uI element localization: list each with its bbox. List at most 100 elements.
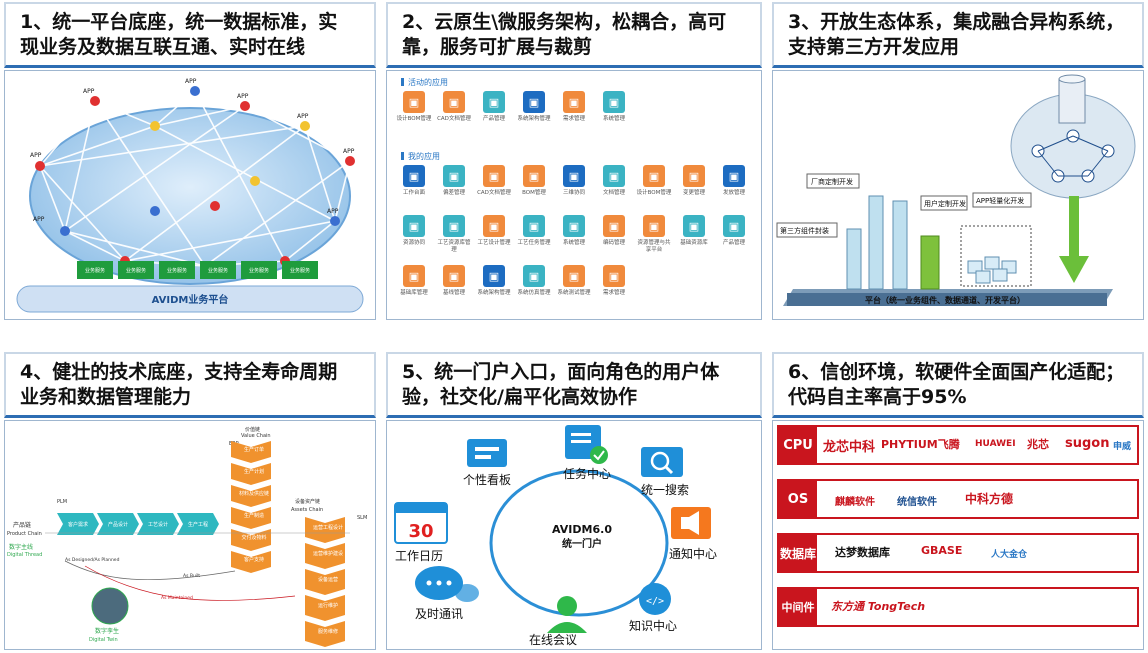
app-label: 编码管理 [602,240,625,246]
svg-text:APP: APP [83,88,95,95]
chain-step [231,529,271,551]
svg-text:Product Chain: Product Chain [7,531,42,537]
section-active-apps: 活动的应用 [401,77,448,88]
panel-4-image: 产品链 Product Chain 数字主线 Digital Thread PL… [4,420,376,650]
app-tile[interactable]: ▣基线管理 [435,265,473,297]
app-tile[interactable]: ▣资源管理与共享平台 [635,215,673,254]
chain-step [305,569,345,595]
svg-text:As Built: As Built [183,573,200,579]
app-tile[interactable]: ▣工艺任务管理 [515,215,553,247]
app-tile[interactable]: ▣ 系统管理 [595,91,633,123]
app-tile[interactable]: ▣系统架构管理 [475,265,513,297]
app-tile[interactable]: ▣系统管理 [555,215,593,247]
app-tile[interactable]: ▣发放管理 [715,165,753,197]
svg-text:数字主线: 数字主线 [9,543,33,551]
chain-step-label: 工艺设计 [148,521,168,528]
app-tile[interactable]: ▣ 编码管理 [595,215,633,247]
app-tile[interactable]: ▣工艺资源库管理 [435,215,473,254]
app-icon: ▣ [523,165,545,187]
app-icon: ▣ [523,215,545,237]
app-icon: ▣ [403,165,425,187]
svg-text:APP: APP [343,148,355,155]
app-icon: ▣ [603,265,625,287]
svg-text:Digital Twin: Digital Twin [89,637,118,643]
row-middleware: 中间件 东方通 TongTech [777,587,1139,627]
app-tile[interactable]: ▣系统仿真管理 [515,265,553,297]
app-tile[interactable]: ▣资源协同 [395,215,433,247]
svg-text:业务服务: 业务服务 [85,267,105,274]
app-tile[interactable]: ▣设计BOM管理 [635,165,673,197]
chain-step [137,513,179,535]
svg-text:厂商定制开发: 厂商定制开发 [811,177,853,186]
app-label: 基线管理 [442,290,465,296]
svg-text:APP: APP [185,78,197,85]
app-tile[interactable]: ▣CAD文档管理 [435,91,473,123]
app-icon: ▣ [643,215,665,237]
chain-step-label: 生产订单 [244,446,264,453]
logo-kylin: 麒麟软件 [835,497,875,508]
portal-center-title: AVIDM6.0 [552,523,612,536]
app-icon: ▣ [483,165,505,187]
panel-5-title: 5、统一门户入口，面向角色的用户体 验，社交化/扁平化高效协作 [386,352,762,418]
panel-6-image: CPU 龙芯中科 PHYTIUM飞腾 HUAWEI 兆芯 sugon 申威 OS… [772,420,1144,650]
svg-text:业务服务: 业务服务 [126,267,146,274]
panel-2-title: 2、云原生\微服务架构，松耦合，高可 靠，服务可扩展与裁剪 [386,2,762,68]
portal-center-subtitle: 统一门户 [562,537,602,550]
label-meeting: 在线会议 [529,633,578,647]
app-tile[interactable]: ▣ BOM管理 [515,165,553,197]
app-tile[interactable]: ▣基础资源库 [675,215,713,247]
panel-3: 3、开放生态体系，集成融合异构系统， 支持第三方开发应用 平台（统一业务组件、数… [772,2,1144,320]
app-tile[interactable]: ▣变更管理 [675,165,713,197]
panel-3-title: 3、开放生态体系，集成融合异构系统， 支持第三方开发应用 [772,2,1144,68]
logo-nfschina: 中科方德 [965,492,1014,506]
app-icon: ▣ [603,215,625,237]
app-tile[interactable]: ▣系统测试管理 [555,265,593,297]
app-tile[interactable]: ▣产品管理 [715,215,753,247]
app-label: 系统管理 [562,240,585,246]
app-tile[interactable]: ▣基础库管理 [395,265,433,297]
app-label: 系统管理 [602,116,625,122]
svg-text:PLM: PLM [57,499,67,505]
app-icon: ▣ [603,91,625,113]
app-icon: ▣ [483,215,505,237]
svg-text:Digital Thread: Digital Thread [7,552,42,558]
app-tile[interactable]: ▣需求管理 [555,91,593,123]
chain-step-label: 设备运营 [318,576,338,583]
app-tile[interactable]: ▣文档管理 [595,165,633,197]
app-tile[interactable]: ▣三维协同 [555,165,593,197]
app-label: 资源协同 [402,240,425,246]
app-label: 系统架构管理 [477,290,511,296]
app-icon: ▣ [643,165,665,187]
logo-huawei: HUAWEI [975,439,1016,449]
app-tile[interactable]: ▣偏差管理 [435,165,473,197]
app-label: BOM管理 [522,190,546,196]
product-chain-steps: 客户需求产品设计工艺设计生产工程 [57,513,219,535]
meeting-icon [557,596,577,616]
chain-step-label: 产品设计 [108,521,128,528]
kanban-icon [467,439,507,467]
app-tile[interactable]: ▣产品管理 [475,91,513,123]
app-icon: ▣ [403,265,425,287]
label-im: 及时通讯 [415,607,464,621]
app-label: 三维协同 [562,190,585,196]
app-tile[interactable]: ▣系统架构管理 [515,91,553,123]
network-nodes [35,86,355,271]
chain-step [231,485,271,507]
app-tile[interactable]: ▣设计BOM管理 [395,91,433,123]
row-os: OS 麒麟软件 统信软件 中科方德 [777,479,1139,519]
chain-step [231,551,271,573]
logo-uniontech: 统信软件 [897,497,937,508]
label-calendar: 工作日历 [395,549,444,563]
svg-text:30: 30 [408,521,433,542]
app-tile[interactable]: ▣需求管理 [595,265,633,297]
tag-os: OS [779,481,817,517]
app-tile[interactable]: ▣工艺设计管理 [475,215,513,247]
app-label: 需求管理 [562,116,585,122]
app-tile[interactable]: ▣工作台面 [395,165,433,197]
app-label: 设计BOM管理 [396,116,432,122]
platform-label: AVIDM业务平台 [152,293,229,306]
row-cpu: CPU 龙芯中科 PHYTIUM飞腾 HUAWEI 兆芯 sugon 申威 [777,425,1139,465]
chain-step [231,507,271,529]
section-my-apps: 我的应用 [401,151,440,162]
app-tile[interactable]: ▣CAD文档管理 [475,165,513,197]
